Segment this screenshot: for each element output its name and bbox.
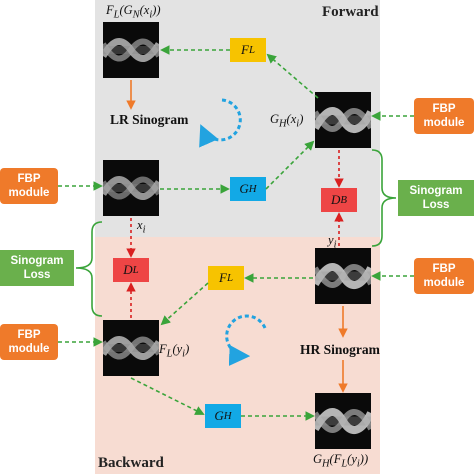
backward-title: Backward [98,455,164,471]
lr-sinogram-label: LR Sinogram [110,112,189,127]
sinogram-xi [103,160,159,216]
sinogram-fl-gn-xi [103,22,159,78]
xi-label: xi [137,218,146,236]
yi-label: yi [328,233,337,251]
sinogram-fl-yi [103,320,159,376]
hr-sinogram-label: HR Sinogram [300,342,380,357]
gh-xi-label: GH(xi) [270,112,304,130]
sinogram-gh-xi [315,92,371,148]
sinogram-yi [315,248,371,304]
fl-gn-xi-label: FL(GN(xi)) [106,3,161,21]
fl-yi-label: FL(yi) [159,342,190,360]
sinogram-gh-fl-yi [315,393,371,449]
gh-fl-yi-label: GH(FL(yi)) [313,452,369,470]
forward-title: Forward [322,4,379,20]
